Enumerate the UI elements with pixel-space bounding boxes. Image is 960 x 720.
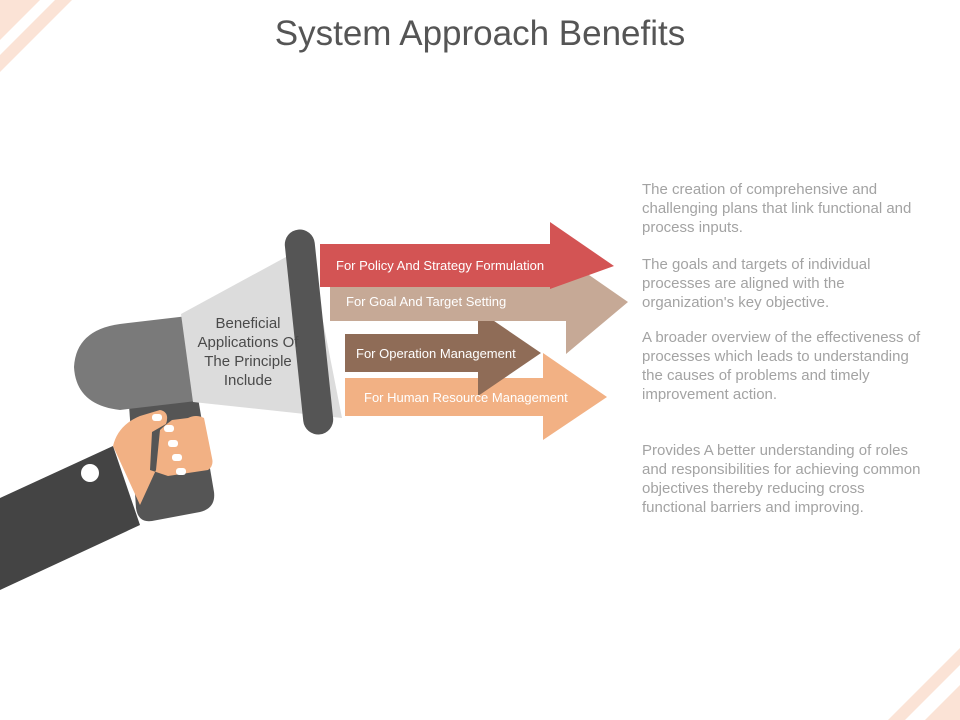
description-operation-management: A broader overview of the effectiveness …	[642, 329, 921, 403]
slide-title: System Approach Benefits	[274, 14, 686, 53]
arrow-human-resource	[345, 353, 607, 440]
description-human-resource: Provides A better understanding of roles…	[642, 442, 921, 516]
description-policy-strategy: The creation of comprehensive and challe…	[642, 181, 912, 236]
arrow-policy-strategy	[320, 222, 614, 289]
corner-accent-top-left	[0, 0, 72, 72]
megaphone-rim	[284, 229, 334, 435]
description-goal-setting: The goals and targets of individual proc…	[642, 256, 871, 311]
hand	[113, 410, 213, 505]
cufflink	[81, 464, 99, 482]
megaphone-label: Beneficial Applications Of The Principle…	[197, 315, 299, 389]
arrow-label-goal-setting: For Goal And Target Setting	[346, 294, 507, 309]
arrow-label-operation-management: For Operation Management	[356, 346, 516, 361]
sleeve	[0, 446, 140, 590]
corner-accent-bottom-right	[888, 648, 960, 720]
arrow-operation-management	[345, 310, 541, 396]
knuckles	[152, 414, 186, 475]
megaphone-body	[74, 314, 205, 410]
arrow-label-policy-strategy: For Policy And Strategy Formulation	[336, 258, 545, 273]
arrow-label-human-resource: For Human Resource Management	[364, 390, 568, 405]
